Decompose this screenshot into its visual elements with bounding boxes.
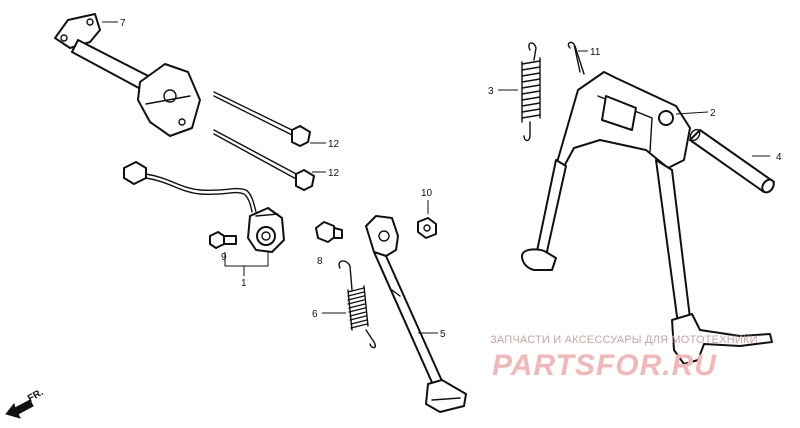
part-7-stand-pivot-bracket [54,13,201,137]
leader-lines [102,21,770,334]
part-2-main-stand [521,71,773,365]
fr-label: FR. [26,387,46,405]
watermark-logo: PARTSFOR.RU [492,349,717,382]
callout-5: 5 [440,329,446,340]
part-10-nut [417,217,437,239]
callout-11: 11 [590,47,601,58]
part-1-side-stand-switch [123,161,285,253]
callout-12-upper: 12 [328,139,340,150]
part-12-bolt-lower [213,129,315,191]
callout-4: 4 [776,152,782,163]
callout-2: 2 [710,108,716,119]
callout-3: 3 [488,86,494,97]
callout-6: 6 [312,309,318,320]
part-5-side-stand [365,215,467,413]
part-3-main-stand-spring [521,42,541,142]
part-8-pivot-bolt [315,221,343,243]
part-12-bolt-upper [213,91,311,147]
callout-1: 1 [241,278,247,289]
callout-labels: 7 11 3 2 4 12 12 10 8 9 1 6 5 [120,18,782,340]
callout-12-lower: 12 [328,168,340,179]
callout-9: 9 [221,252,227,263]
callout-8: 8 [317,256,323,267]
part-11-cotter-pin [567,41,585,75]
part-9-switch-bolt [209,231,237,249]
part-6-side-stand-spring [338,260,377,349]
watermark-caption: ЗАПЧАСТИ И АКСЕССУАРЫ ДЛЯ МОТОТЕХНИКИ [490,334,758,346]
front-direction-marker: FR. [5,387,46,419]
callout-7: 7 [120,18,126,29]
part-4-pivot-shaft [689,128,775,194]
callout-10: 10 [421,188,433,199]
